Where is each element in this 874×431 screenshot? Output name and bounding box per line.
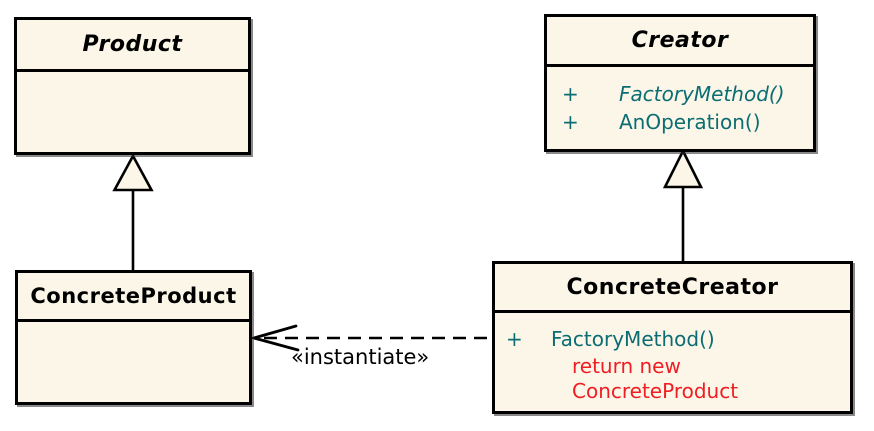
class-body-creator: + FactoryMethod() + AnOperation() — [547, 67, 813, 138]
method-note-line: return new — [572, 354, 681, 378]
class-title-concrete-creator: ConcreteCreator — [495, 264, 850, 313]
method-name-label: AnOperation() — [619, 110, 761, 134]
method-note-line: ConcreteProduct — [572, 379, 739, 403]
method-factorymethod: + FactoryMethod() — [506, 327, 850, 354]
method-name-label: FactoryMethod() — [551, 327, 715, 351]
class-title-concrete-product: ConcreteProduct — [18, 273, 249, 322]
class-box-concrete-creator: ConcreteCreator + FactoryMethod() return… — [492, 261, 853, 414]
class-title-product: Product — [17, 20, 248, 72]
visibility-plus: + — [506, 327, 523, 351]
creator-generalization-triangle-icon — [662, 148, 704, 189]
visibility-plus: + — [562, 110, 579, 134]
class-title-creator: Creator — [547, 17, 813, 67]
instantiate-stereotype-label: «instantiate» — [291, 345, 430, 369]
class-body-concrete-creator: + FactoryMethod() return new ConcretePro… — [495, 313, 850, 404]
class-box-product: Product — [14, 17, 251, 155]
class-box-concrete-product: ConcreteProduct — [15, 270, 252, 405]
visibility-plus: + — [562, 82, 579, 106]
class-box-creator: Creator + FactoryMethod() + AnOperation(… — [544, 14, 816, 152]
method-anoperation: + AnOperation() — [562, 110, 813, 138]
method-name-label: FactoryMethod() — [619, 82, 785, 106]
product-generalization-triangle-icon — [112, 153, 154, 192]
method-factorymethod: + FactoryMethod() — [562, 82, 813, 110]
